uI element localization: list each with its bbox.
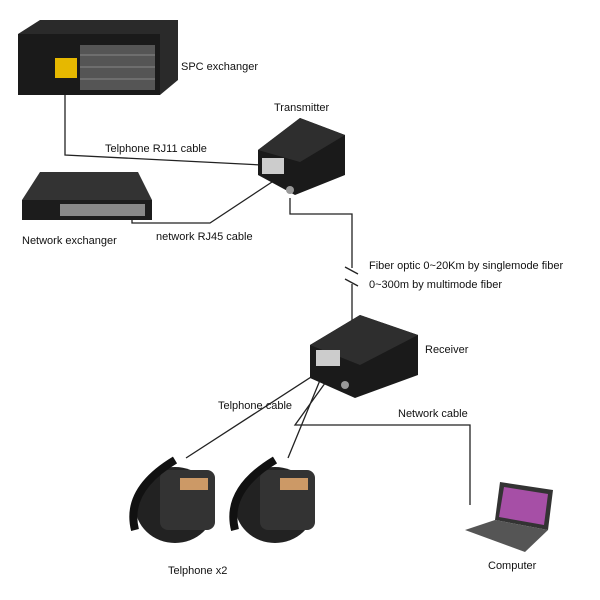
cables (64, 95, 471, 505)
transmitter-label: Transmitter (274, 102, 330, 114)
fiber-label-line1: Fiber optic 0~20Km by singlemode fiber (369, 260, 564, 272)
telephone-cable-label: Telphone cable (218, 400, 293, 412)
receiver-label: Receiver (425, 344, 469, 356)
fiber-cable-top (289, 198, 353, 268)
rj11-cable (64, 95, 263, 166)
fiber-break-mark (344, 278, 359, 287)
telephone-image (129, 456, 215, 543)
network-cable (293, 371, 471, 505)
network-exchanger-image (22, 172, 152, 220)
rj45-cable-label: network RJ45 cable (156, 231, 253, 243)
telephone-image (229, 456, 315, 543)
fiber-label-line2: 0~300m by multimode fiber (369, 279, 502, 291)
rj45-cable (131, 181, 273, 224)
network-cable-label: Network cable (398, 408, 468, 420)
spc-exchanger-label: SPC exchanger (181, 61, 259, 73)
telephone-cable-2 (287, 367, 326, 459)
telephones-label: Telphone x2 (168, 565, 228, 577)
receiver-image (310, 315, 418, 398)
fiber-break-mark (344, 266, 359, 275)
rj11-cable-label: Telphone RJ11 cable (105, 143, 207, 155)
transmitter-image (258, 118, 345, 195)
telephone-cable-1 (185, 367, 326, 459)
computer-label: Computer (488, 560, 537, 572)
computer-image (465, 482, 553, 552)
network-exchanger-label: Network exchanger (22, 235, 117, 247)
spc-exchanger-image (18, 20, 178, 95)
